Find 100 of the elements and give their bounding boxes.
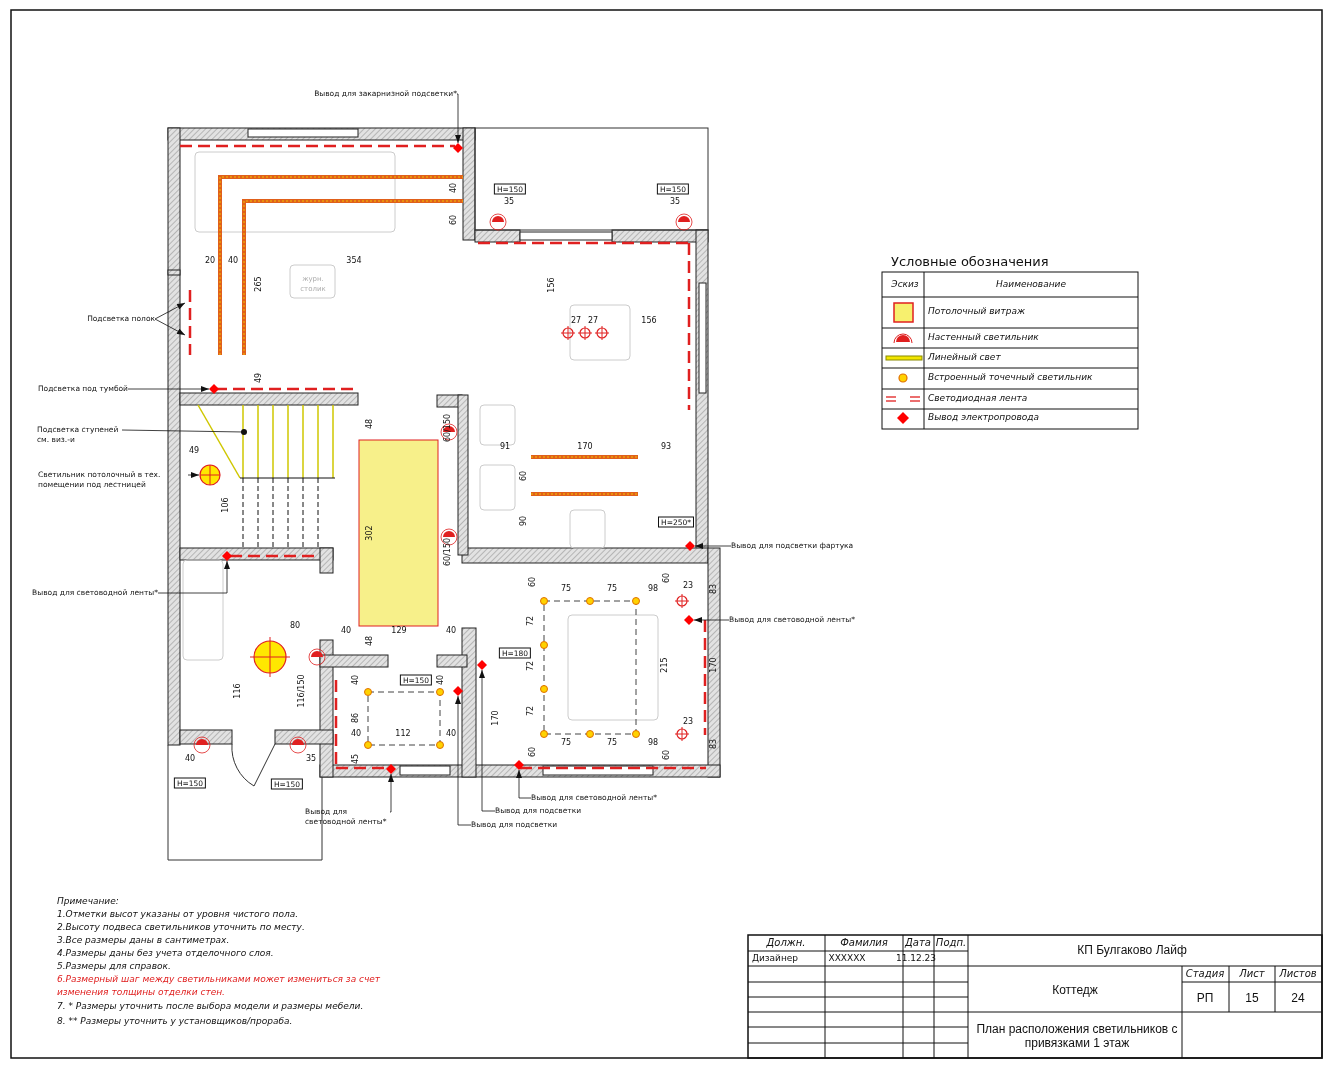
column-heading: Фамилия xyxy=(840,938,888,948)
outlet-diamond xyxy=(453,686,463,696)
note-text: 3.Все размеры даны в сантиметрах. xyxy=(57,934,230,947)
outlet-diamond xyxy=(477,660,487,670)
field-value: 11.12.23 xyxy=(895,953,937,963)
dimension-label: 60/150 xyxy=(443,413,453,443)
note-text: 5.Размеры для справок. xyxy=(57,960,171,973)
column-heading: Наименование xyxy=(996,279,1066,289)
column-heading: Лист xyxy=(1239,969,1265,979)
dimension-label: 93 xyxy=(660,442,672,452)
outlet-diamond xyxy=(684,615,694,625)
dimension-label: 60 xyxy=(662,749,672,761)
dimension-label: 112 xyxy=(395,729,411,739)
dimension-label: 35 xyxy=(503,197,515,207)
dimension-label: 265 xyxy=(254,276,264,292)
title-block-text: Коттедж xyxy=(1052,983,1098,997)
outlet-diamond xyxy=(386,764,396,774)
dimension-label: 27 xyxy=(570,316,582,326)
outlet-diamond xyxy=(514,760,524,770)
dimension-label: 60/150 xyxy=(443,537,453,567)
dimension-label: 23 xyxy=(682,581,694,591)
dimension-label: 40 xyxy=(184,754,196,764)
dimension-label: 98 xyxy=(647,738,659,748)
dimension-label: 72 xyxy=(526,705,536,717)
dimension-label: 40 xyxy=(445,729,457,739)
dimension-label: 40 xyxy=(436,674,446,686)
dimension-label: 170 xyxy=(491,710,501,726)
column-heading: Листов xyxy=(1279,969,1317,979)
dimension-label: 75 xyxy=(560,738,572,748)
legend-text: Линейный свет xyxy=(928,352,1001,362)
dimension-label: 45 xyxy=(351,753,361,765)
title-block-text: 15 xyxy=(1245,991,1259,1005)
legend-text: Вывод электропровода xyxy=(928,412,1039,422)
legend-title: Условные обозначения xyxy=(891,254,1049,269)
dimension-label: 60 xyxy=(662,572,672,584)
ceiling-light-symbol xyxy=(199,464,221,486)
dimension-label: 23 xyxy=(682,717,694,727)
note-text: 1.Отметки высот указаны от уровня чистого пола. xyxy=(57,908,299,921)
dimension-label: 60 xyxy=(528,746,538,758)
dimension-label: 75 xyxy=(606,738,618,748)
title-block-text: КП Булгаково Лайф xyxy=(1077,943,1187,957)
dimension-label: 170 xyxy=(577,442,593,452)
outlet-diamond xyxy=(222,551,232,561)
dimension-label: 215 xyxy=(660,657,670,673)
note-text: 4.Размеры даны без учета отделочного слоя. xyxy=(57,947,274,960)
title-block-text: РП xyxy=(1196,991,1214,1005)
dimension-label: 35 xyxy=(305,754,317,764)
dimension-label: 40 xyxy=(351,674,361,686)
note-text: 7. * Размеры уточнить после выбора модели и размеры мебели. xyxy=(57,1000,364,1013)
dimension-label: 40 xyxy=(340,626,352,636)
outlet-diamond xyxy=(209,384,219,394)
dimension-label: 60 xyxy=(528,576,538,588)
title-block-text: 24 xyxy=(1291,991,1305,1005)
note-text: 8. ** Размеры уточнить у установщиков/прораба. xyxy=(57,1015,293,1028)
field-value: XXXXXX xyxy=(828,953,866,963)
column-heading: Дата xyxy=(905,938,931,948)
dimension-label: 49 xyxy=(254,372,264,384)
dimension-label: 129 xyxy=(391,626,407,636)
dimension-label: 60 xyxy=(519,470,529,482)
outlet-diamond xyxy=(453,143,463,153)
dimension-label: 40 xyxy=(445,626,457,636)
dimension-label: 40 xyxy=(350,729,362,739)
dimension-label: 98 xyxy=(647,584,659,594)
dimension-label: 40 xyxy=(227,256,239,266)
dimension-label: 72 xyxy=(526,615,536,627)
dimension-label: 86 xyxy=(351,712,361,724)
legend-text: Встроенный точечный светильник xyxy=(928,372,1093,382)
dimension-label: 116/150 xyxy=(297,674,307,708)
title-block-text: План расположения светильников с привязками 1 этаж xyxy=(975,1022,1179,1050)
dimension-label: 90 xyxy=(519,515,529,527)
dimension-label: 20 xyxy=(204,256,216,266)
column-heading: Подп. xyxy=(935,938,967,948)
outlet-diamond xyxy=(685,541,695,551)
dimension-label: 60 xyxy=(449,214,459,226)
dimension-label: 302 xyxy=(365,525,375,541)
legend-text: Настенный светильник xyxy=(928,332,1039,342)
dimension-label: 75 xyxy=(606,584,618,594)
column-heading: Должн. xyxy=(766,938,806,948)
dimension-label: 72 xyxy=(526,660,536,672)
dimension-label: 354 xyxy=(346,256,362,266)
legend-text: Светодиодная лента xyxy=(928,393,1028,403)
dimension-label: 156 xyxy=(547,277,557,293)
note-text: Примечание: xyxy=(57,895,119,908)
note-text: 6.Размерный шаг между светильниками может измениться за счет изменения толщины отделки стен. xyxy=(57,973,382,999)
dimension-label: 83 xyxy=(709,583,719,595)
dimension-label: 48 xyxy=(365,635,375,647)
dimension-label: 106 xyxy=(221,497,231,513)
dimension-label: 156 xyxy=(641,316,657,326)
dimension-label: 48 xyxy=(365,418,375,430)
dimension-label: 80 xyxy=(289,621,301,631)
dimension-label: 27 xyxy=(587,316,599,326)
legend-text: Потолочный витраж xyxy=(928,306,1026,316)
dimension-label: 49 xyxy=(188,446,200,456)
column-heading: Стадия xyxy=(1185,969,1225,979)
dimension-label: 75 xyxy=(560,584,572,594)
dimension-label: 35 xyxy=(669,197,681,207)
dimension-label: 91 xyxy=(499,442,511,452)
dimension-label: 40 xyxy=(449,182,459,194)
column-heading: Эскиз xyxy=(891,279,919,289)
note-text: 2.Высоту подвеса светильников уточнить по месту. xyxy=(57,921,305,934)
